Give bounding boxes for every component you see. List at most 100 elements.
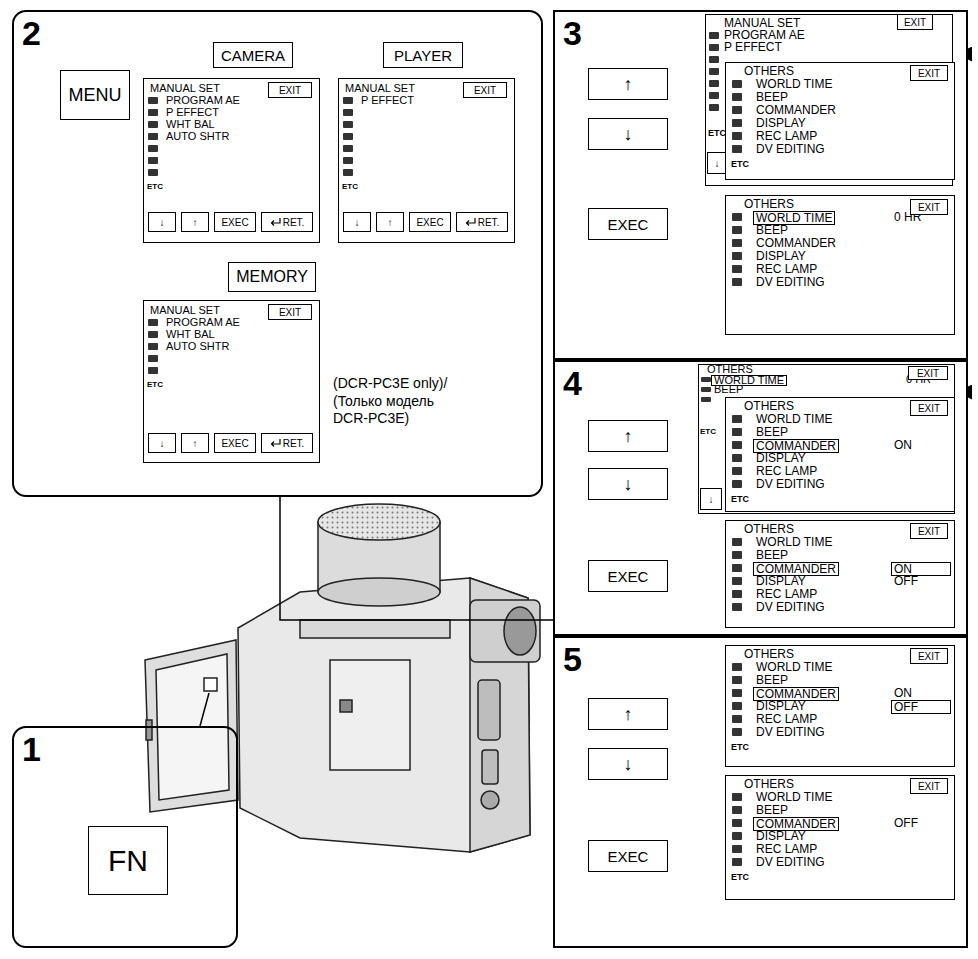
menu-icon: [701, 397, 711, 402]
menu-icon-label: ETC: [708, 128, 726, 139]
menu-icon: [732, 806, 742, 814]
menu-icon-label: ETC: [147, 379, 163, 390]
menu-item: BEEP: [756, 426, 788, 438]
control-button: ↓: [588, 468, 668, 500]
menu-icon: [343, 97, 353, 104]
button-label: RET.: [283, 217, 305, 228]
menu-icon: [148, 367, 158, 374]
menu-icon: [732, 80, 742, 88]
button-label: ↑: [388, 217, 393, 228]
menu-item: BEEP: [714, 385, 743, 394]
menu-item: PROGRAM AE: [724, 30, 805, 41]
menu-icon: [732, 93, 742, 101]
menu-screen: OTHERSWORLD TIMEBEEPCOMMANDERDISPLAYREC …: [725, 62, 955, 180]
screen-button: RET.: [261, 212, 313, 232]
menu-item: DV EDITING: [756, 601, 825, 613]
button-label: ↓: [709, 494, 714, 505]
return-icon: [465, 217, 476, 227]
menu-icon: [148, 133, 158, 140]
button-label: PLAYER: [394, 47, 452, 64]
button-label: ↓: [715, 158, 720, 169]
menu-icon-label: ETC: [731, 871, 749, 883]
return-icon: [270, 438, 281, 448]
menu-icon: [732, 454, 742, 462]
button-label: EXIT: [279, 85, 301, 96]
button-label: EXEC: [221, 217, 248, 228]
menu-screen: OTHERSWORLD TIME0 HRBEEPCOMMANDERDISPLAY…: [725, 195, 955, 335]
menu-icon: [732, 551, 742, 559]
button-label: EXEC: [221, 438, 248, 449]
menu-item: BEEP: [756, 549, 788, 561]
menu-item: COMMANDER: [756, 237, 836, 249]
menu-item: WORLD TIME: [756, 78, 832, 90]
menu-item: WHT BAL: [166, 329, 215, 340]
exit-button: EXIT: [910, 648, 948, 664]
menu-item: AUTO SHTR: [166, 341, 229, 352]
menu-item: PROGRAM AE: [166, 317, 240, 328]
menu-item: COMMANDER: [753, 439, 839, 453]
button-label: ↓: [160, 217, 165, 228]
menu-icon: [732, 702, 742, 710]
menu-title: MANUAL SET: [150, 83, 220, 94]
control-button: ↑: [588, 698, 668, 730]
menu-icon-label: ETC: [731, 493, 749, 505]
screen-button: ↓: [148, 212, 176, 232]
step-panel: 4↑↓EXECOTHERSWORLD TIME0 HRBEEPETCEXIT↓O…: [553, 360, 968, 636]
menu-icon: [732, 415, 742, 423]
menu-item: WORLD TIME: [753, 211, 835, 225]
menu-icon: [148, 355, 158, 362]
menu-item: BEEP: [756, 91, 788, 103]
screen-button: EXEC: [214, 433, 256, 453]
menu-icon: [709, 80, 719, 87]
screen-button: RET.: [261, 433, 313, 453]
menu-icon: [148, 97, 158, 104]
menu-item: REC LAMP: [756, 843, 817, 855]
menu-item: BEEP: [756, 674, 788, 686]
menu-item: COMMANDER: [753, 817, 839, 831]
menu-icon: [148, 121, 158, 128]
menu-title: MANUAL SET: [345, 83, 415, 94]
exit-button: EXIT: [910, 199, 948, 215]
button-label: MENU: [69, 85, 122, 106]
menu-item: DISPLAY: [756, 830, 806, 842]
menu-item: DISPLAY: [756, 700, 806, 712]
button-label: ↑: [193, 438, 198, 449]
menu-icon: [732, 689, 742, 697]
menu-title: OTHERS: [744, 65, 794, 77]
exit-button: EXIT: [910, 778, 948, 794]
menu-screen: MANUAL SETP EFFECTETCEXIT↓↑EXECRET.: [338, 78, 515, 243]
menu-item: DV EDITING: [756, 726, 825, 738]
menu-item: DV EDITING: [756, 143, 825, 155]
menu-value: ON: [894, 687, 912, 699]
button-label: EXIT: [917, 368, 939, 379]
screen-button: ↓: [343, 212, 371, 232]
button-label: RET.: [478, 217, 500, 228]
exit-button: EXIT: [463, 82, 507, 98]
menu-title: OTHERS: [744, 198, 794, 210]
screen-button: ↓: [700, 488, 722, 510]
control-button: ↓: [588, 748, 668, 780]
menu-item: P EFFECT: [166, 107, 219, 118]
menu-icon: [148, 331, 158, 338]
menu-item: REC LAMP: [756, 588, 817, 600]
menu-screen: MANUAL SETPROGRAM AEWHT BALAUTO SHTRETCE…: [143, 300, 320, 463]
button-label: ↑: [624, 426, 633, 447]
menu-icon: [732, 278, 742, 286]
step-panel: 2CAMERAPLAYERMENUMANUAL SETPROGRAM AEP E…: [12, 10, 543, 497]
button-label: EXIT: [918, 651, 940, 662]
menu-icon: [709, 56, 719, 63]
menu-item: DISPLAY: [756, 117, 806, 129]
exit-button: EXIT: [910, 523, 948, 539]
menu-icon: [148, 109, 158, 116]
menu-icon: [732, 577, 742, 585]
menu-title: MANUAL SET: [724, 18, 800, 29]
menu-title: OTHERS: [744, 400, 794, 412]
menu-icon: [732, 663, 742, 671]
screen-button: ↓: [148, 433, 176, 453]
menu-item: WORLD TIME: [756, 791, 832, 803]
menu-title: OTHERS: [744, 523, 794, 535]
screen-button: ↑: [376, 212, 404, 232]
exit-button: EXIT: [910, 400, 948, 416]
model-note: (DCR-PC3E only)/ (Только модель DCR-PC3E…: [333, 375, 468, 428]
menu-icon: [732, 858, 742, 866]
